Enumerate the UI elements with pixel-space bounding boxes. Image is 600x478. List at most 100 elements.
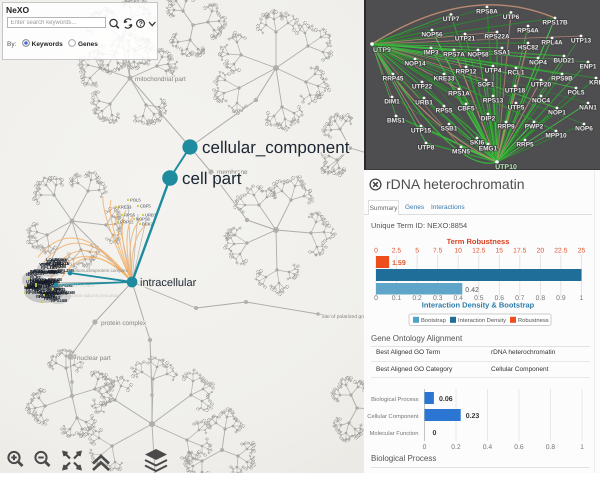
svg-text:RPS9B: RPS9B [551,76,573,83]
svg-text:?: ? [139,21,143,28]
svg-text:0.5: 0.5 [474,295,484,302]
svg-text:0.3: 0.3 [433,295,443,302]
svg-text:NOC2: NOC2 [39,280,51,285]
svg-text:1: 1 [580,444,584,451]
svg-text:RPL25: RPL25 [38,270,52,275]
svg-text:Interaction Density: Interaction Density [458,317,506,324]
svg-text:RPS24B: RPS24B [50,264,66,269]
svg-text:RPS1A: RPS1A [448,91,470,98]
svg-text:RPS16B: RPS16B [51,298,67,303]
svg-text:NOC2: NOC2 [36,279,48,284]
svg-text:RLP24: RLP24 [54,291,68,296]
svg-text:RPL21A: RPL21A [44,279,60,284]
svg-text:CIC1: CIC1 [46,283,56,288]
svg-text:2.5: 2.5 [392,248,402,255]
svg-text:ERB1: ERB1 [27,283,39,288]
svg-text:UTP21: UTP21 [455,36,476,43]
svg-text:NSA2: NSA2 [34,280,46,285]
svg-text:RPS24B: RPS24B [35,287,51,292]
svg-text:DBP10: DBP10 [42,278,56,283]
svg-text:NOP4: NOP4 [529,60,547,67]
svg-text:0.6: 0.6 [495,295,505,302]
svg-text:0.7: 0.7 [515,295,525,302]
svg-text:NOP58: NOP58 [467,52,489,59]
svg-text:RCL1: RCL1 [508,70,525,77]
svg-text:UTP7: UTP7 [443,16,460,23]
svg-text:TIF6: TIF6 [29,278,38,283]
svg-text:RPS9B: RPS9B [45,283,59,288]
svg-text:RPS13: RPS13 [483,98,504,105]
svg-text:Bootstrap: Bootstrap [421,318,446,324]
svg-text:Biological Process: Biological Process [371,396,418,403]
svg-text:NOP56: NOP56 [51,270,65,275]
svg-text:1.59: 1.59 [392,260,406,267]
svg-text:NOC4: NOC4 [532,98,550,105]
svg-text:Cellular Component: Cellular Component [367,413,419,420]
svg-text:RPS21A: RPS21A [53,261,69,266]
svg-text:RRP5: RRP5 [516,142,534,149]
svg-text:0: 0 [433,430,437,437]
svg-text:PUF6: PUF6 [26,285,37,290]
svg-text:URB1: URB1 [145,213,157,218]
svg-text:0.6: 0.6 [514,444,524,451]
svg-text:intracellular: intracellular [140,277,197,289]
svg-text:NOP14: NOP14 [404,61,426,68]
svg-text:RPL14A: RPL14A [46,261,62,266]
svg-text:RPL6B: RPL6B [43,270,57,275]
svg-text:RPL4A: RPL4A [45,279,59,284]
svg-text:RPS11A: RPS11A [28,271,44,276]
svg-text:KRE33: KRE33 [434,76,455,83]
svg-text:ribosomal subunit precursor: ribosomal subunit precursor [62,293,119,298]
svg-text:MAK21: MAK21 [39,290,54,295]
svg-text:7.5: 7.5 [433,248,443,255]
svg-text:UTP13: UTP13 [571,38,592,45]
svg-text:25: 25 [578,248,586,255]
svg-text:RPL35A: RPL35A [25,285,41,290]
svg-text:RLP7: RLP7 [26,287,37,292]
svg-text:mitochondrial part: mitochondrial part [135,76,186,83]
svg-text:15: 15 [496,248,504,255]
svg-text:membrane: membrane [217,169,248,176]
svg-text:NOP1: NOP1 [548,110,566,117]
svg-text:RRP45: RRP45 [44,296,58,301]
svg-text:RRP9: RRP9 [497,124,515,131]
svg-text:0.8: 0.8 [546,444,556,451]
svg-text:0.2: 0.2 [451,444,461,451]
svg-text:NOP15: NOP15 [24,285,38,290]
svg-text:ENP1: ENP1 [580,64,597,71]
svg-text:RPL20B: RPL20B [58,268,74,273]
svg-text:DIP2: DIP2 [481,116,496,123]
svg-text:UTP6: UTP6 [503,14,520,21]
svg-text:BUD21: BUD21 [553,58,575,65]
svg-text:Term Robustness: Term Robustness [447,237,510,246]
svg-text:Interaction Density & Bootstra: Interaction Density & Bootstrap [422,301,535,310]
svg-text:HSC82: HSC82 [518,45,539,52]
svg-text:PWP2: PWP2 [525,124,544,131]
svg-text:RRP45: RRP45 [383,76,404,83]
svg-text:RPS6A: RPS6A [36,294,50,299]
svg-text:IMP3: IMP3 [423,50,439,57]
svg-text:RPL8B: RPL8B [37,284,51,289]
svg-text:0.06: 0.06 [439,396,453,403]
svg-text:RPL16A: RPL16A [32,284,48,289]
svg-text:UTP13: UTP13 [47,295,61,300]
svg-text:0.9: 0.9 [556,295,566,302]
svg-text:UTP9: UTP9 [373,47,391,54]
svg-text:RPS5: RPS5 [436,108,453,115]
svg-text:0.1: 0.1 [392,295,402,302]
svg-text:HAS1: HAS1 [39,294,51,299]
svg-text:nuclear part: nuclear part [77,355,111,362]
svg-text:Molecular Function: Molecular Function [370,430,419,437]
svg-text:NOC3: NOC3 [57,261,69,266]
svg-text:POL5: POL5 [130,198,141,203]
svg-text:DBP10: DBP10 [43,281,57,286]
svg-text:0: 0 [374,248,378,255]
svg-text:RPS1A: RPS1A [41,262,55,267]
svg-text:NOP56: NOP56 [421,32,443,39]
svg-text:cellular_component: cellular_component [202,138,350,157]
svg-text:RRP12: RRP12 [120,220,134,225]
svg-text:SSA1: SSA1 [494,50,511,57]
svg-text:0: 0 [423,444,427,451]
svg-text:SOF1: SOF1 [478,82,495,89]
svg-text:RRP12: RRP12 [456,69,477,76]
